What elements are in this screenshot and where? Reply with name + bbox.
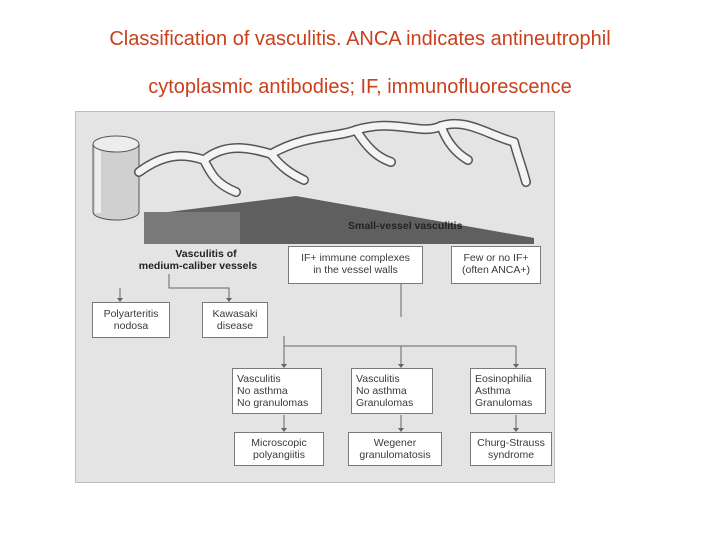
diagram-graphics (92, 118, 534, 432)
vasculitis-diagram: Small-vessel vasculitis Vasculitis of me… (75, 111, 555, 483)
diagnosis-wegener-box: Wegener granulomatosis (348, 432, 442, 466)
criteria-churg-box: Eosinophilia Asthma Granulomas (470, 368, 546, 414)
criteria-wegener-box: Vasculitis No asthma Granulomas (351, 368, 433, 414)
diagnosis-churg-box: Churg-Strauss syndrome (470, 432, 552, 466)
caption-line-2: cytoplasmic antibodies; IF, immunofluore… (148, 76, 572, 98)
polyarteritis-box: Polyarteritis nodosa (92, 302, 170, 338)
medium-vessel-title-line-2: medium-caliber vessels (138, 260, 258, 272)
medium-vessel-title-line-1: Vasculitis of (175, 248, 237, 260)
criteria-mpa-box: Vasculitis No asthma No granulomas (232, 368, 322, 414)
if-negative-box: Few or no IF+ (often ANCA+) (451, 246, 541, 284)
connector-lines (119, 274, 517, 428)
kawasaki-box: Kawasaki disease (202, 302, 268, 338)
connector-arrowheads (117, 298, 519, 432)
small-vessel-branches-icon (134, 118, 531, 197)
small-vessel-wedge (144, 196, 534, 244)
if-positive-box: IF+ immune complexes in the vessel walls (288, 246, 423, 284)
caption-line-1: Classification of vasculitis. ANCA indic… (109, 28, 611, 50)
medium-vessel-wedge (144, 212, 240, 244)
large-vessel-cylinder-icon (92, 135, 140, 221)
small-vessel-title: Small-vessel vasculitis (348, 220, 463, 232)
diagnosis-mpa-box: Microscopic polyangiitis (234, 432, 324, 466)
